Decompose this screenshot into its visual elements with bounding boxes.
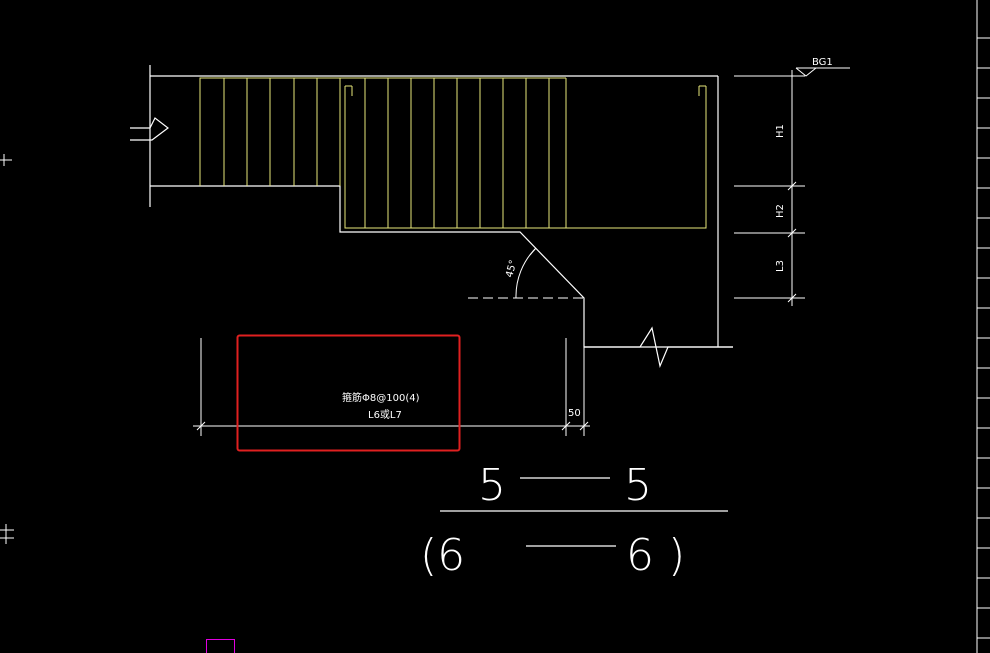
selection-highlight-box[interactable] — [236, 334, 461, 452]
concrete-section-outline[interactable] — [149, 65, 733, 348]
angle-dimension[interactable] — [468, 247, 584, 299]
rebar-stirrups[interactable] — [199, 77, 707, 229]
section-top-left: 5 — [478, 460, 506, 511]
break-line-bottom — [584, 326, 733, 369]
beam-ref-text[interactable]: L6或L7 — [368, 409, 402, 421]
break-line-left — [130, 117, 169, 141]
dim-l3-label: L3 — [775, 260, 786, 272]
dimension-bottom[interactable] — [193, 338, 590, 436]
section-bottom-left: (6 — [420, 530, 465, 581]
section-label: 5 5 (6 6 ) — [420, 460, 728, 581]
viewport-right-ruler — [976, 0, 990, 653]
section-bottom-right: 6 ) — [626, 530, 685, 581]
elevation-tag-label: BG1 — [812, 57, 833, 68]
dim-h2-label: H2 — [775, 204, 786, 218]
section-top-right: 5 — [624, 460, 652, 511]
viewport-left-marks — [0, 154, 14, 544]
dim-h1-label: H1 — [775, 124, 786, 138]
dimension-chain-right[interactable] — [734, 67, 850, 306]
stirrup-spec-text[interactable]: 箍筋Φ8@100(4) — [342, 391, 420, 404]
selection-grip-marker[interactable] — [206, 639, 235, 653]
dim-50-label: 50 — [568, 408, 581, 419]
angle-label: 45° — [504, 259, 519, 279]
